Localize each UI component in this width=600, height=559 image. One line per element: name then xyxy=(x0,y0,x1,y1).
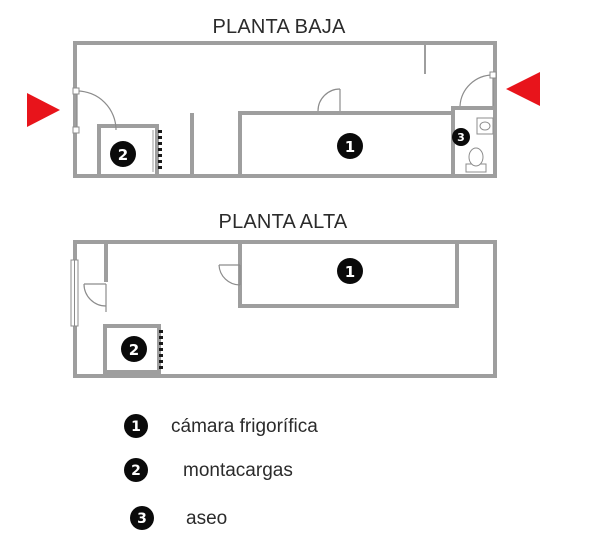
ground-camara-number: 1 xyxy=(345,138,355,156)
window-icon xyxy=(70,259,79,327)
ground-aseo-badge: 3 xyxy=(452,128,470,146)
upper-camara-door xyxy=(218,264,241,286)
ground-entrance-door xyxy=(72,87,117,134)
ground-camara-badge: 1 xyxy=(337,133,363,159)
upper-floor-title: PLANTA ALTA xyxy=(219,211,348,233)
ground-camara-room xyxy=(238,111,455,176)
upper-montacargas-number: 2 xyxy=(129,341,139,359)
ground-aseo-number: 3 xyxy=(457,131,465,144)
legend-item-montacargas: 2 montacargas xyxy=(124,458,293,482)
legend-item-camara-number: 1 xyxy=(131,419,141,435)
ground-montacargas-badge: 2 xyxy=(110,141,136,167)
legend-item-aseo: 3 aseo xyxy=(130,506,227,530)
ground-camara-door xyxy=(317,88,341,112)
ground-floor-plan: 1 2 3 xyxy=(27,41,540,178)
ground-aseo-room xyxy=(451,106,495,113)
legend-item-montacargas-label: montacargas xyxy=(183,460,293,481)
legend-item-camara-label: cámara frigorífica xyxy=(171,416,318,437)
upper-stair-door xyxy=(83,283,107,312)
upper-camara-badge: 1 xyxy=(337,258,363,284)
upper-montacargas-room xyxy=(103,324,163,374)
ground-floor-title: PLANTA BAJA xyxy=(213,16,346,38)
legend-item-camara: 1 cámara frigorífica xyxy=(124,414,318,438)
legend-item-aseo-number: 3 xyxy=(137,511,147,527)
upper-camara-number: 1 xyxy=(345,263,355,281)
sink-icon xyxy=(476,117,494,135)
left-entrance-arrow-icon xyxy=(27,93,60,127)
legend-item-aseo-label: aseo xyxy=(186,508,227,529)
legend: 1 cámara frigorífica 2 montacargas 3 ase… xyxy=(124,414,318,530)
ground-montacargas-room xyxy=(97,124,162,178)
ground-right-entrance-door xyxy=(459,71,497,107)
upper-montacargas-badge: 2 xyxy=(121,336,147,362)
right-entrance-arrow-icon xyxy=(506,72,540,106)
legend-item-montacargas-number: 2 xyxy=(131,463,141,479)
ground-montacargas-number: 2 xyxy=(118,146,128,164)
toilet-icon xyxy=(465,147,487,173)
upper-floor-plan: 1 2 xyxy=(70,240,497,378)
